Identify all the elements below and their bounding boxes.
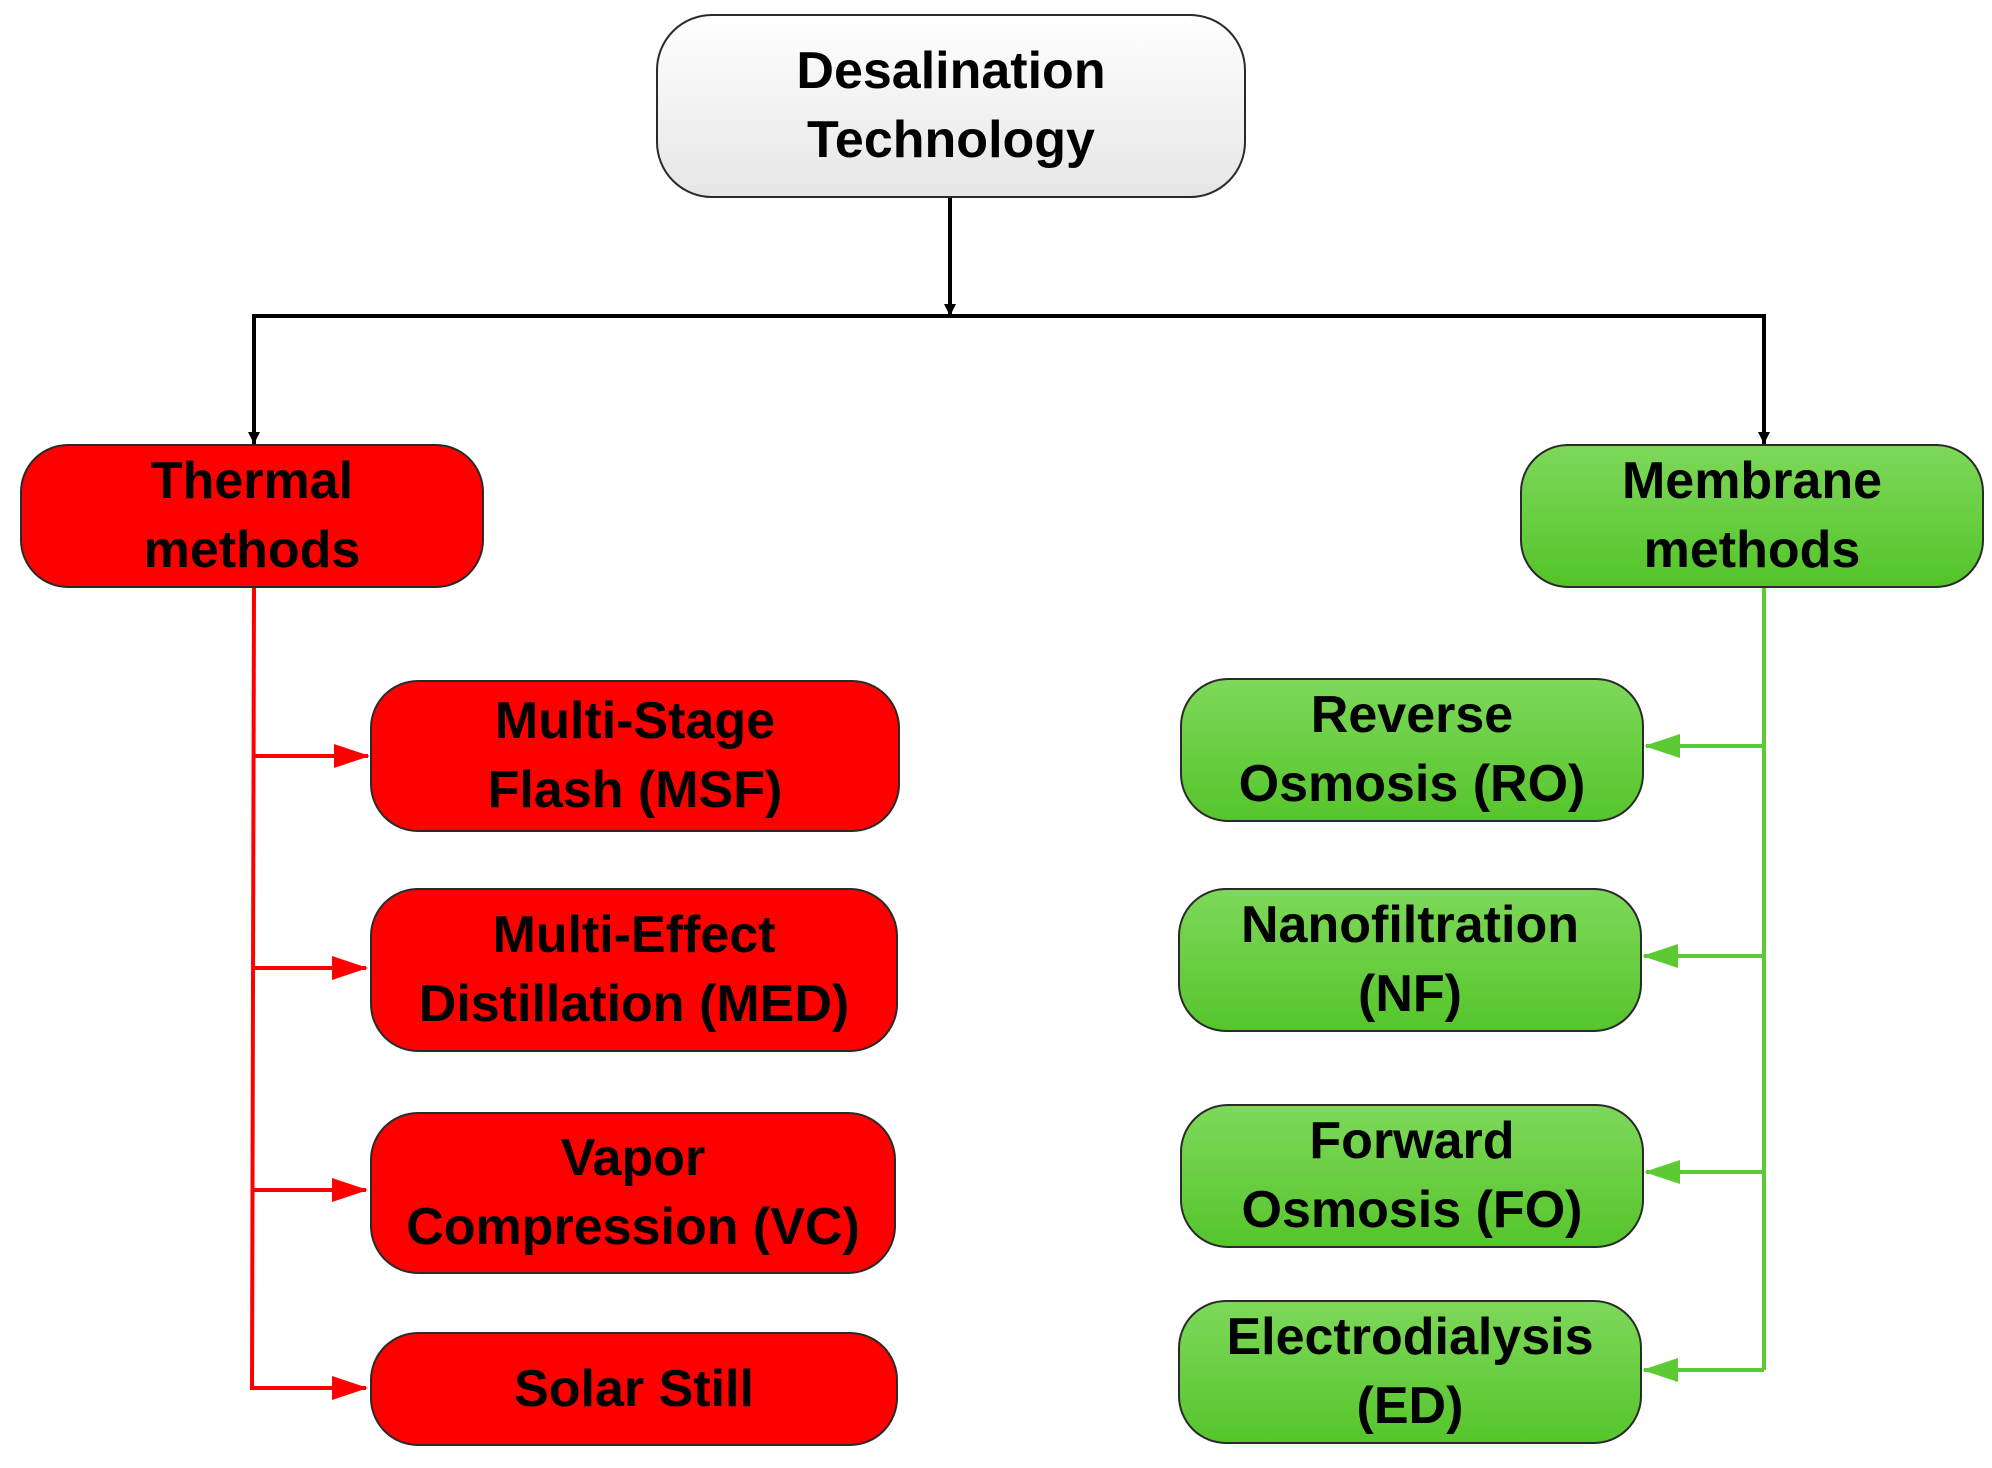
nf-node: Nanofiltration (NF) xyxy=(1178,888,1642,1032)
fo-line2: Osmosis (FO) xyxy=(1241,1181,1583,1239)
fo-node: Forward Osmosis (FO) xyxy=(1180,1104,1644,1248)
membrane-line2: methods xyxy=(1643,521,1861,579)
vc-node: Vapor Compression (VC) xyxy=(370,1112,896,1274)
bus-connector xyxy=(252,314,1766,444)
root-line1: Desalination xyxy=(796,42,1106,101)
root-line2: Technology xyxy=(807,111,1095,169)
nf-line2: (NF) xyxy=(1358,965,1462,1023)
membrane-methods-node: Membrane methods xyxy=(1520,444,1984,588)
ed-node: Electrodialysis (ED) xyxy=(1178,1300,1642,1444)
fo-line1: Forward xyxy=(1309,1112,1515,1171)
med-line1: Multi-Effect xyxy=(492,906,776,965)
ro-node: Reverse Osmosis (RO) xyxy=(1180,678,1644,822)
vc-line2: Compression (VC) xyxy=(406,1198,860,1256)
msf-line1: Multi-Stage xyxy=(494,692,776,751)
thermal-line1: Thermal xyxy=(150,452,354,511)
msf-node: Multi-Stage Flash (MSF) xyxy=(370,680,900,832)
ed-line1: Electrodialysis xyxy=(1226,1308,1594,1367)
desalination-technology-node: Desalination Technology xyxy=(656,14,1246,198)
ro-line2: Osmosis (RO) xyxy=(1238,755,1586,813)
ed-line2: (ED) xyxy=(1356,1377,1464,1435)
solar-still-line1: Solar Still xyxy=(514,1359,754,1418)
thermal-line2: methods xyxy=(143,521,361,579)
thermal-methods-node: Thermal methods xyxy=(20,444,484,588)
solar-still-node: Solar Still xyxy=(370,1332,898,1446)
membrane-line1: Membrane xyxy=(1621,452,1883,511)
med-node: Multi-Effect Distillation (MED) xyxy=(370,888,898,1052)
msf-line2: Flash (MSF) xyxy=(487,761,783,819)
thermal-trunk xyxy=(250,587,256,1391)
nf-line1: Nanofiltration xyxy=(1241,896,1579,955)
ro-line1: Reverse xyxy=(1310,686,1514,745)
med-line2: Distillation (MED) xyxy=(418,975,850,1033)
vc-line1: Vapor xyxy=(560,1129,706,1188)
